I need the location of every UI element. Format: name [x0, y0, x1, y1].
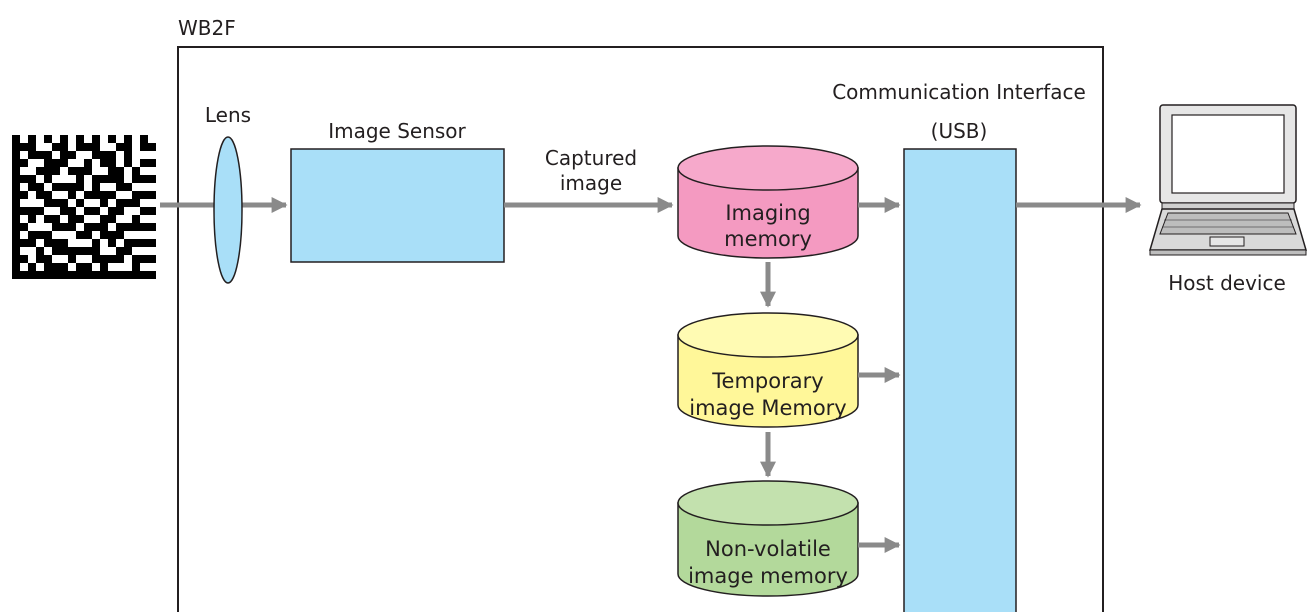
- device-boundary: [177, 46, 1104, 612]
- device-title: WB2F: [178, 16, 236, 40]
- nonvolatile-memory-label-2: image memory: [688, 564, 848, 588]
- datamatrix-code-icon: [12, 135, 156, 279]
- image-sensor-label: Image Sensor: [328, 119, 466, 143]
- captured-image-label-1: Captured: [545, 146, 637, 170]
- laptop-icon: [1148, 104, 1308, 256]
- image-sensor-block: [290, 148, 505, 263]
- communication-interface-block: [903, 148, 1017, 612]
- lens: [213, 136, 243, 284]
- temporary-memory-cylinder: [677, 312, 859, 428]
- imaging-memory-cylinder: [677, 145, 859, 259]
- captured-image-label-2: image: [560, 171, 622, 195]
- temporary-memory-label-1: Temporary: [711, 369, 823, 393]
- communication-interface-label-1: Communication Interface: [832, 80, 1086, 104]
- communication-interface-label-2: (USB): [931, 119, 988, 143]
- host-device-label: Host device: [1168, 271, 1286, 295]
- lens-label: Lens: [205, 103, 251, 127]
- imaging-memory-label-2: memory: [724, 227, 812, 251]
- nonvolatile-memory-cylinder: [677, 480, 859, 597]
- temporary-memory-label-2: image Memory: [689, 396, 847, 420]
- imaging-memory-label-1: Imaging: [725, 201, 810, 225]
- nonvolatile-memory-label-1: Non-volatile: [705, 537, 831, 561]
